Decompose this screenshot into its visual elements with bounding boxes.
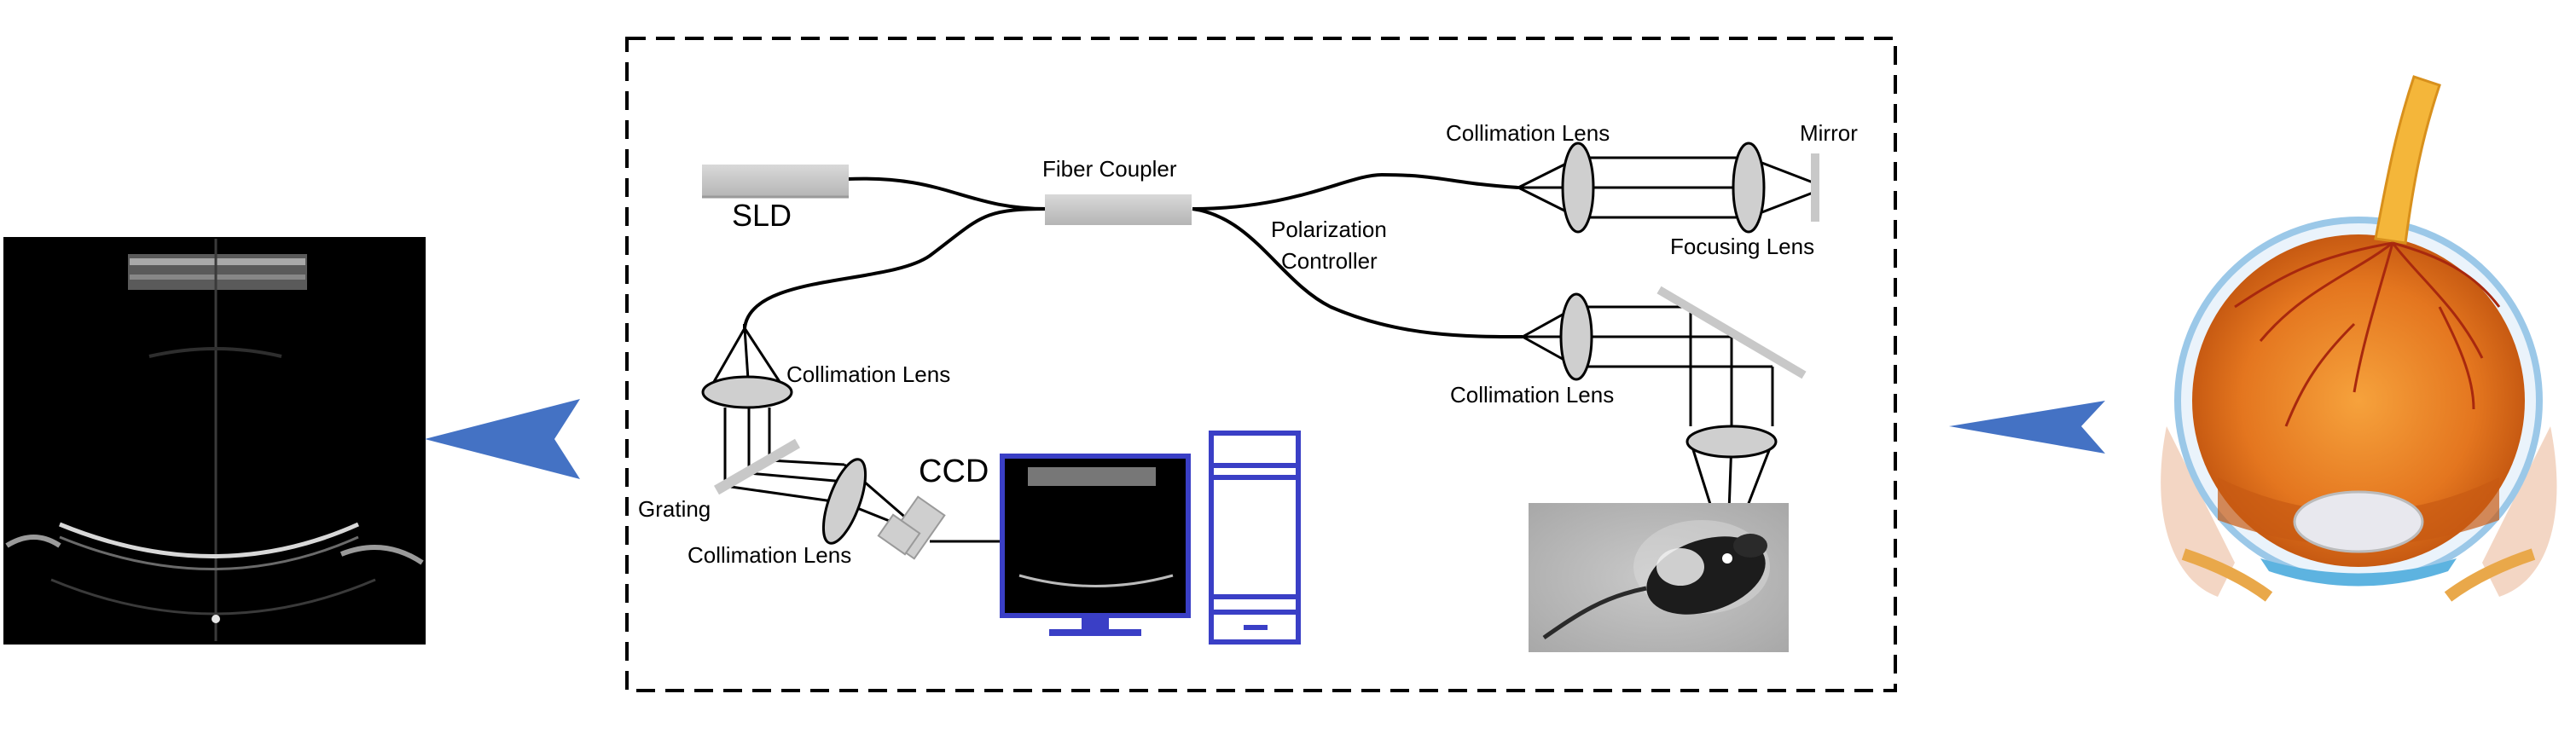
system-frame bbox=[625, 37, 1897, 692]
mirror-label: Mirror bbox=[1800, 120, 1858, 146]
galvo-mirror bbox=[1656, 286, 1807, 379]
ccd-camera bbox=[877, 495, 946, 560]
ref-collimation-lens bbox=[1561, 142, 1595, 234]
left-arrow-icon bbox=[425, 399, 580, 479]
computer-tower-icon bbox=[1209, 431, 1301, 645]
eye-anatomy-image bbox=[2161, 75, 2557, 602]
fiber-coupler bbox=[1045, 194, 1192, 225]
grating bbox=[713, 438, 801, 495]
controller-label: Controller bbox=[1281, 248, 1378, 274]
mirror bbox=[1811, 153, 1819, 222]
spec-collimation-lens-bottom-label: Collimation Lens bbox=[688, 542, 851, 568]
spectrometer bbox=[706, 327, 1002, 543]
polarization-label: Polarization bbox=[1271, 217, 1387, 242]
objective-lens bbox=[1685, 425, 1778, 459]
focusing-lens bbox=[1732, 142, 1766, 234]
focusing-lens-label: Focusing Lens bbox=[1670, 234, 1814, 259]
fiber-cables bbox=[743, 172, 1523, 338]
mouse-photo bbox=[1529, 503, 1789, 652]
grating-label: Grating bbox=[638, 496, 711, 522]
fiber-coupler-label: Fiber Coupler bbox=[1042, 156, 1177, 182]
monitor-icon bbox=[1000, 454, 1191, 636]
sld-source bbox=[702, 165, 849, 199]
ref-collimation-lens-label: Collimation Lens bbox=[1446, 120, 1610, 146]
spec-collimation-lens-top bbox=[701, 375, 793, 409]
spec-collimation-lens-bottom bbox=[821, 458, 867, 545]
sample-collimation-lens-label: Collimation Lens bbox=[1450, 382, 1614, 408]
oct-bscan-image bbox=[3, 237, 426, 645]
sld-label: SLD bbox=[732, 198, 792, 233]
sample-collimation-lens bbox=[1559, 292, 1593, 381]
spec-collimation-lens-top-label: Collimation Lens bbox=[786, 361, 950, 387]
right-arrow-icon bbox=[1949, 401, 2105, 454]
ccd-label: CCD bbox=[919, 454, 989, 489]
